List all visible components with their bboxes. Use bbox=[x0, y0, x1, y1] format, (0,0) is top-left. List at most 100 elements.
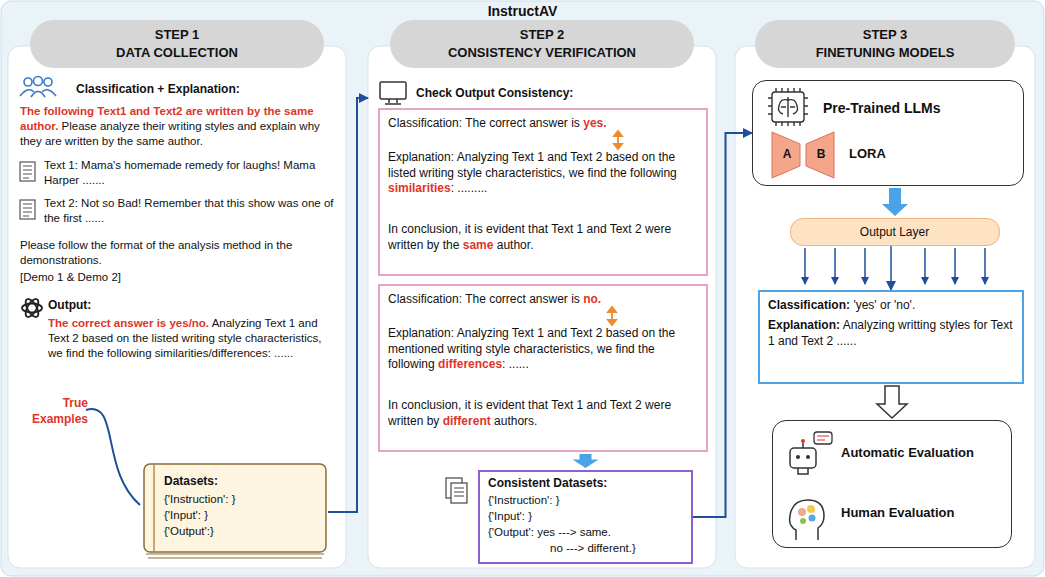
text-block: The following Text1 and Text2 are writte… bbox=[20, 104, 338, 149]
monitor-icon bbox=[380, 82, 406, 104]
label-text: Please follow the format of the analysis… bbox=[20, 239, 292, 266]
step-panel: STEP 1DATA COLLECTIONClassification + Ex… bbox=[8, 46, 346, 568]
diagram-title: InstructAV bbox=[0, 3, 1045, 19]
text-block: The correct answer is yes/no. Analyzing … bbox=[48, 316, 338, 361]
label-text: : ...... bbox=[502, 357, 529, 371]
output-layer-band: Output Layer bbox=[790, 218, 1000, 246]
dataset-book: Datasets: {'Instruction': } {'Input': } {'O… bbox=[142, 462, 328, 562]
text-block: In conclusion, it is evident that Text 1… bbox=[388, 222, 700, 253]
connector-arrow bbox=[573, 454, 599, 468]
documents-icon bbox=[446, 478, 467, 503]
label-text: Output: bbox=[48, 298, 91, 312]
connector-arrow bbox=[890, 246, 892, 290]
text-block: Explanation: Analyzing writting styles f… bbox=[768, 318, 1018, 349]
chatbot-logo bbox=[22, 297, 42, 319]
label-text: Explanation: Analyzing Text 1 and Text 2… bbox=[388, 326, 675, 371]
human-head-icon bbox=[790, 500, 824, 540]
label-text: Classification: The correct answer is bbox=[388, 116, 580, 130]
label-text: Classification: bbox=[768, 298, 850, 312]
text-block: LORA bbox=[849, 146, 969, 163]
step-label: FINETUNING MODELS bbox=[816, 44, 955, 62]
text-block: B bbox=[807, 147, 835, 163]
label-text: 'yes' or 'no'. bbox=[853, 298, 915, 312]
text-block: Pre-Trained LLMs bbox=[823, 99, 1013, 117]
label-text: : ......... bbox=[451, 181, 488, 195]
label-text: Automatic Evaluation bbox=[841, 445, 974, 460]
text-block: A bbox=[773, 147, 801, 163]
label-text: Check Output Consistency: bbox=[416, 86, 573, 100]
text-block: Classification: The correct answer is no… bbox=[388, 292, 700, 308]
label-text: Explanation: Analyzing Text 1 and Text 2… bbox=[388, 150, 677, 180]
text-block: {'Output':} bbox=[164, 524, 324, 539]
text-block: {'Instruction': } bbox=[164, 492, 324, 507]
text-block: Text 1: Mama's homemade remedy for laugh… bbox=[44, 158, 338, 188]
lora-matrix bbox=[806, 132, 834, 178]
step-header: STEP 3FINETUNING MODELS bbox=[755, 20, 1015, 68]
leader-curve bbox=[86, 409, 140, 505]
text-block: Output: bbox=[48, 298, 248, 314]
step-header: STEP 1DATA COLLECTION bbox=[30, 20, 324, 68]
output-arrows bbox=[805, 248, 985, 284]
text-block: Text 2: Not so Bad! Remember that this s… bbox=[44, 196, 338, 226]
connector-arrow bbox=[693, 133, 752, 517]
label-text: {'Output':} bbox=[164, 525, 214, 537]
text-block: True Examples bbox=[14, 396, 88, 427]
label-text: Please analyze their writing styles and … bbox=[20, 120, 320, 147]
step-panel bbox=[368, 46, 716, 568]
label-text: Output Layer bbox=[860, 225, 929, 239]
text-block: Datasets: bbox=[164, 474, 324, 490]
classification-box: Classification: The correct answer is ye… bbox=[378, 108, 708, 276]
classification-box: Classification: The correct answer is no… bbox=[378, 284, 708, 452]
label-text: Datasets: bbox=[164, 474, 218, 488]
text-block: no ---> different.} bbox=[550, 541, 690, 556]
label-text: B bbox=[817, 147, 826, 161]
text-block: {'Instruction': } bbox=[488, 493, 688, 508]
label-text: differences bbox=[438, 357, 502, 371]
model-box: Pre-Trained LLMsA B LORA bbox=[752, 80, 1024, 186]
label-text: {'Input': } bbox=[164, 509, 208, 521]
text-block: Please follow the format of the analysis… bbox=[20, 238, 338, 268]
text-block: Classification: The correct answer is ye… bbox=[388, 116, 700, 132]
label-text: {'Output': yes ---> same. bbox=[488, 526, 611, 538]
label-text: {'Instruction': } bbox=[164, 493, 236, 505]
label-text: {'Input': } bbox=[488, 510, 532, 522]
connector-arrow bbox=[328, 98, 368, 512]
label-text: Text 1: Mama's homemade remedy for laugh… bbox=[44, 159, 315, 186]
label-text: Human Evaluation bbox=[841, 505, 954, 520]
label-text: no. bbox=[583, 292, 601, 306]
output-box: Classification: 'yes' or 'no'. Explanatio… bbox=[758, 290, 1024, 384]
label-text: yes. bbox=[583, 116, 606, 130]
step-panel: STEP 3FINETUNING MODELSPre-Trained LLMsA… bbox=[735, 46, 1035, 568]
step-label: STEP 2 bbox=[520, 26, 565, 44]
text-block: {'Output': yes ---> same. bbox=[488, 525, 688, 540]
label-text: Explanation: bbox=[768, 318, 840, 332]
label-text: Classification + Explanation: bbox=[76, 82, 240, 96]
label-text: different bbox=[443, 414, 491, 428]
label-text: A bbox=[783, 147, 792, 161]
label-text: Consistent Datasets: bbox=[488, 476, 607, 490]
text-block: In conclusion, it is evident that Text 1… bbox=[388, 398, 700, 429]
step-header: STEP 2CONSISTENCY VERIFICATION bbox=[390, 20, 694, 68]
consistent-dataset-box: Consistent Datasets: {'Instruction': } {'I… bbox=[478, 470, 693, 564]
text-block: [Demo 1 & Demo 2] bbox=[20, 270, 338, 285]
text-block: Check Output Consistency: bbox=[416, 86, 696, 102]
connector-arrow bbox=[877, 386, 907, 418]
label-text: {'Instruction': } bbox=[488, 494, 560, 506]
text-block: {'Input': } bbox=[488, 509, 688, 524]
text-block: {'Input': } bbox=[164, 508, 324, 523]
label-text: author. bbox=[497, 238, 534, 252]
label-text: True Examples bbox=[32, 396, 88, 426]
text-block: Explanation: Analyzing Text 1 and Text 2… bbox=[388, 150, 700, 197]
text-block: Human Evaluation bbox=[841, 505, 1007, 522]
text-block: Explanation: Analyzing Text 1 and Text 2… bbox=[388, 326, 700, 373]
people-icon bbox=[20, 77, 56, 98]
document-icon bbox=[20, 162, 35, 219]
step-panel bbox=[735, 46, 1035, 568]
robot-icon bbox=[790, 432, 832, 474]
step-label: STEP 3 bbox=[863, 26, 908, 44]
text-block: Classification: 'yes' or 'no'. bbox=[768, 298, 1018, 314]
text-block: Output Layer bbox=[791, 225, 998, 241]
text-block: Consistent Datasets: bbox=[488, 476, 688, 492]
